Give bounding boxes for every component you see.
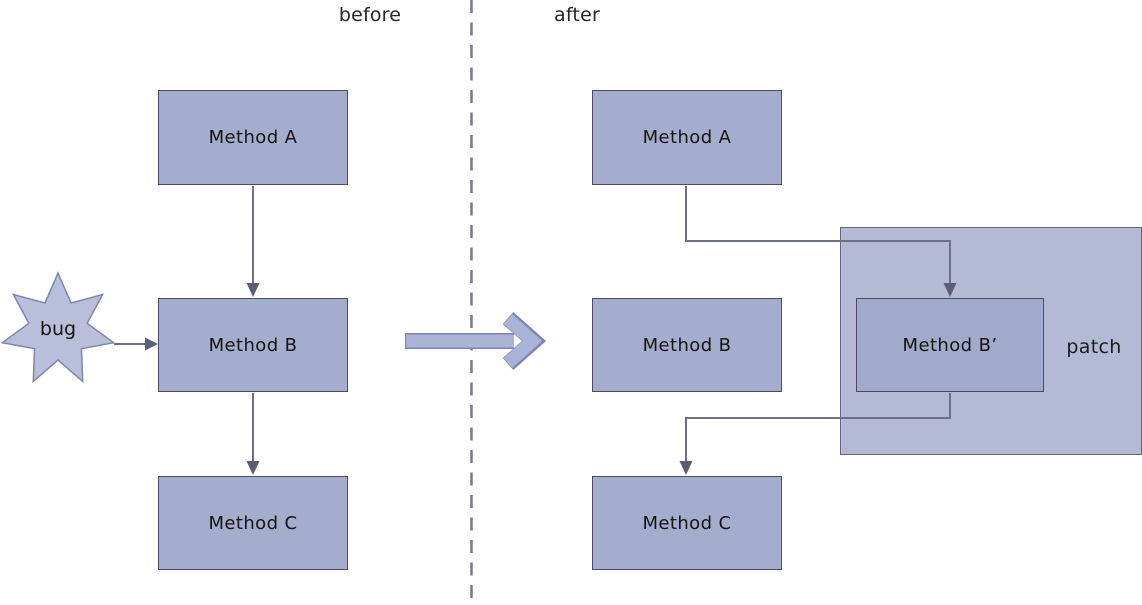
bug-label: bug [39,318,77,340]
connector-bug-to-b [114,337,158,351]
arrowhead-icon [679,461,693,475]
patch-label: patch [1066,336,1122,358]
arrowhead-icon [145,337,158,351]
after-method-b-box: Method B [592,298,782,392]
after-method-c-box: Method C [592,476,782,570]
before-method-c-box: Method C [158,476,348,570]
arrowhead-icon [246,283,260,297]
after-label: after [554,4,600,26]
connector-before-b-to-c [246,393,260,475]
transform-arrow-icon [405,312,547,370]
before-method-a-box: Method A [158,90,348,185]
connector-before-a-to-b [246,186,260,297]
after-method-a-box: Method A [592,90,782,185]
arrowhead-icon [246,461,260,475]
after-method-b-prime-box: Method B’ [856,298,1044,392]
before-method-b-box: Method B [158,298,348,392]
before-label: before [338,4,402,26]
